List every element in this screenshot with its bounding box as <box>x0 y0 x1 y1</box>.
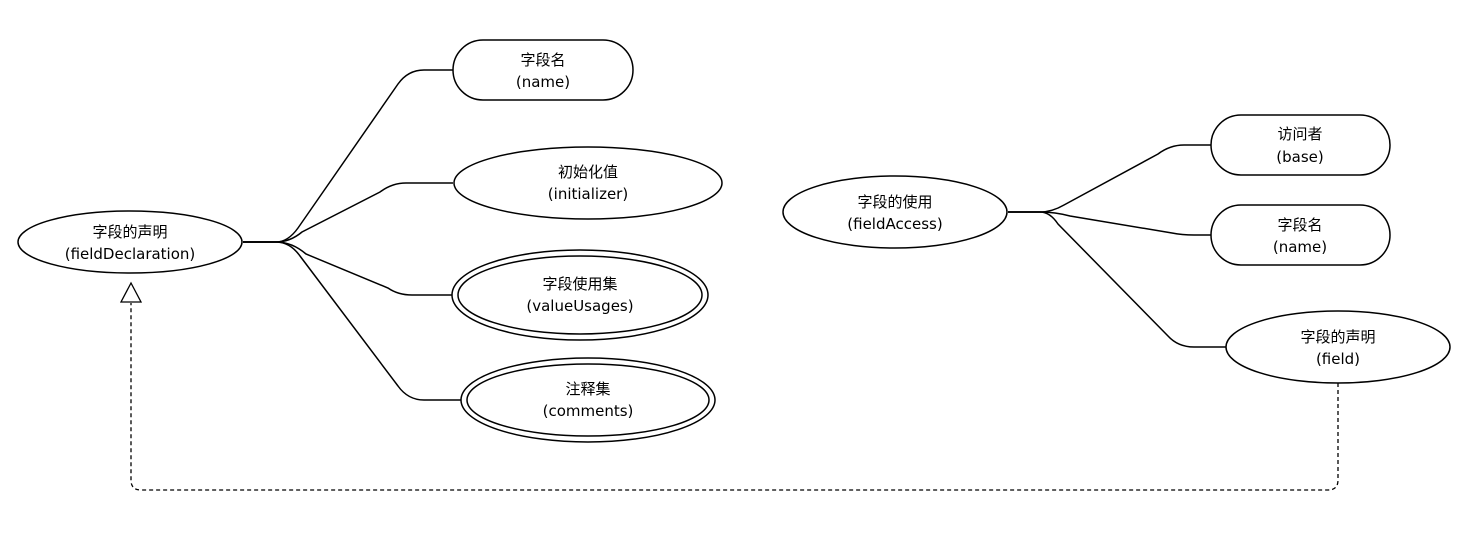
node-label-zh: 字段名 <box>1277 216 1322 234</box>
node-label-zh: 字段的使用 <box>857 193 932 211</box>
node-label-en: (comments) <box>543 402 634 420</box>
node-name[interactable]: 字段名 (name) <box>452 39 634 101</box>
node-label-zh: 初始化值 <box>558 163 618 181</box>
edge-declaration-comments <box>243 241 461 401</box>
edge-access-field <box>1008 211 1226 348</box>
node-comments[interactable]: 注释集 (comments) <box>460 357 716 443</box>
reference-edge-field-to-declaration <box>130 303 1339 491</box>
node-label-en: (base) <box>1276 148 1323 166</box>
node-label-en: (fieldDeclaration) <box>65 245 196 263</box>
node-field-declaration[interactable]: 字段的声明 (fieldDeclaration) <box>17 210 243 274</box>
node-label-zh: 访问者 <box>1277 125 1322 143</box>
edge-declaration-name <box>243 69 453 243</box>
node-field-access[interactable]: 字段的使用 (fieldAccess) <box>782 175 1008 249</box>
node-label-zh: 字段的声明 <box>92 223 167 241</box>
node-label-zh: 注释集 <box>565 380 610 398</box>
node-base[interactable]: 访问者 (base) <box>1210 114 1391 176</box>
node-label-zh: 字段使用集 <box>542 275 617 293</box>
node-initializer[interactable]: 初始化值 (initializer) <box>453 146 723 220</box>
node-access-name[interactable]: 字段名 (name) <box>1210 204 1391 266</box>
node-label-en: (valueUsages) <box>526 297 633 315</box>
node-label-en: (name) <box>1273 238 1327 256</box>
edge-declaration-initializer <box>243 182 453 243</box>
node-label-en: (field) <box>1316 350 1360 368</box>
node-label-en: (name) <box>516 73 570 91</box>
reference-arrowhead <box>119 281 143 303</box>
edge-access-base <box>1008 144 1211 213</box>
edge-declaration-value-usages <box>243 241 453 296</box>
node-label-zh: 字段名 <box>520 51 565 69</box>
node-label-zh: 字段的声明 <box>1300 328 1375 346</box>
node-value-usages[interactable]: 字段使用集 (valueUsages) <box>451 249 709 341</box>
edge-access-name <box>1008 211 1211 236</box>
node-label-en: (fieldAccess) <box>847 215 942 233</box>
node-label-en: (initializer) <box>548 185 628 203</box>
node-field[interactable]: 字段的声明 (field) <box>1225 310 1451 384</box>
